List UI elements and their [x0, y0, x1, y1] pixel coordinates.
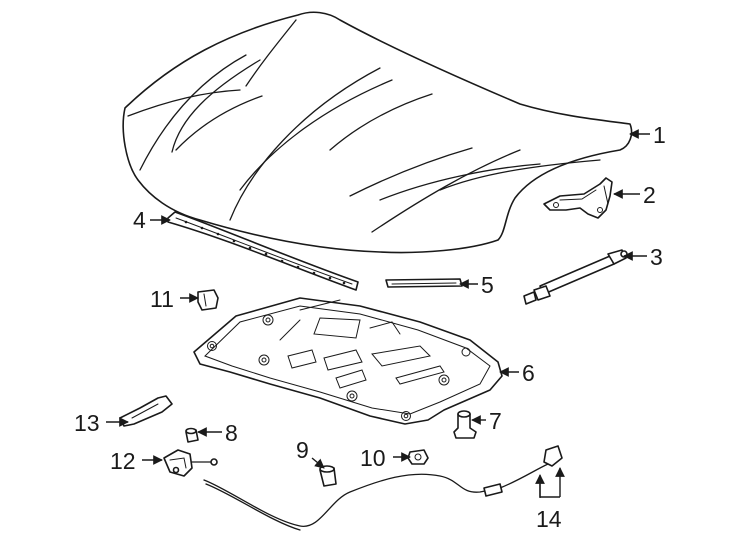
hood-strut: [523, 249, 628, 305]
callout-7: 7: [489, 408, 502, 434]
side-seal-strip: [385, 278, 463, 288]
front-seal-strip: [167, 211, 359, 291]
callout-11: 11: [150, 286, 174, 312]
hood-hinge: [543, 177, 613, 219]
callout-8: 8: [225, 420, 238, 446]
callout-leaders: [106, 129, 650, 498]
release-cable: [203, 445, 563, 531]
latch-bracket: [119, 395, 173, 427]
grommet: [407, 449, 429, 465]
release-handle: [319, 465, 337, 487]
callout-6: 6: [522, 360, 535, 386]
hood-bumper: [453, 410, 477, 439]
callout-12: 12: [110, 448, 136, 474]
callout-10: 10: [360, 445, 386, 471]
callout-14: 14: [536, 506, 562, 532]
callout-3: 3: [650, 244, 663, 270]
callout-9: 9: [296, 437, 309, 463]
callout-5: 5: [481, 272, 494, 298]
hood-latch: [163, 449, 218, 477]
bumper-block: [197, 289, 219, 311]
callout-numbers: 1 2 3 4 5 6 7 8 9 10 11 12 13 14: [74, 122, 666, 532]
callout-2: 2: [643, 182, 656, 208]
callout-13: 13: [74, 410, 100, 436]
retainer-clip: [185, 427, 199, 443]
hood-insulator: [193, 297, 503, 425]
callout-4: 4: [133, 207, 146, 233]
callout-1: 1: [653, 122, 666, 148]
hood-panel: [122, 11, 633, 254]
